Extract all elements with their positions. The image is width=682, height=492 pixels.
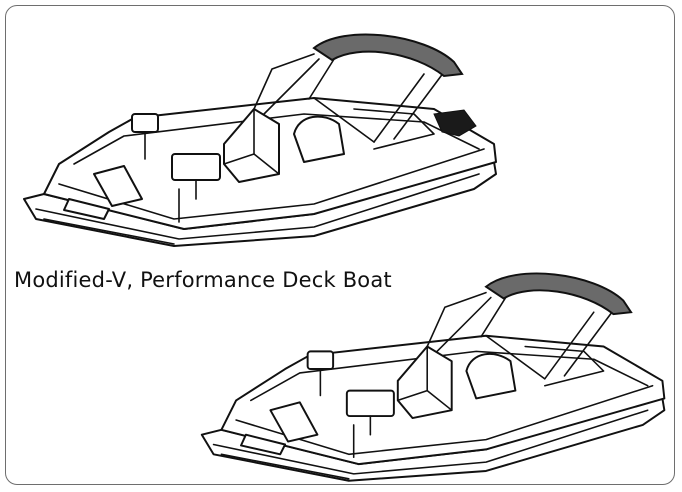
bow-seat bbox=[131, 113, 159, 133]
helm-seat bbox=[465, 352, 517, 400]
bow-cushion bbox=[269, 401, 319, 443]
outboard-motor bbox=[433, 109, 477, 137]
deck-boat-illustration-lower bbox=[200, 272, 666, 482]
deck-boat-illustration-upper bbox=[23, 33, 497, 247]
bimini-top bbox=[312, 33, 464, 78]
lounge-seat bbox=[345, 389, 395, 418]
bow-cushion bbox=[93, 165, 143, 207]
bimini-top bbox=[484, 272, 633, 316]
lounge-seat bbox=[171, 153, 221, 181]
boat-type-caption: Modified-V, Performance Deck Boat bbox=[14, 268, 392, 292]
bow-seat bbox=[306, 350, 335, 371]
illustration-frame: Modified-V, Performance Deck Boat bbox=[5, 5, 675, 485]
helm-seat bbox=[293, 115, 345, 163]
